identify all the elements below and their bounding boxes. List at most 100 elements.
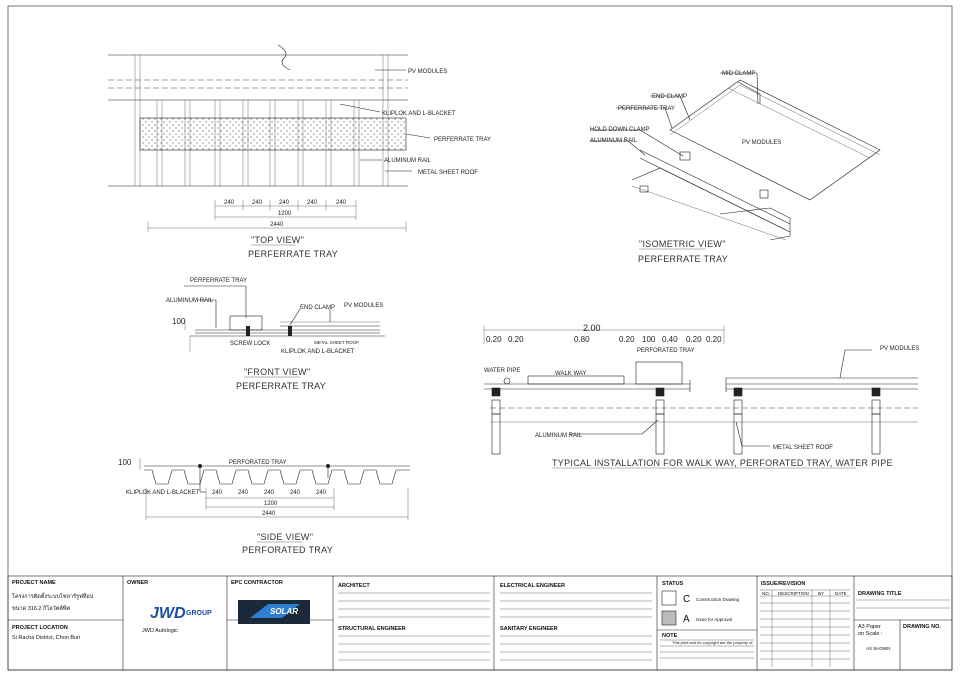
typ-label-tray: PERFORATED TRAY [637,348,695,354]
front-label-roof: METAL SHEET ROOF [314,340,359,345]
rev-col-date: DATE [835,591,847,596]
project-location: Si Racha District, Chon Buri [12,635,80,641]
issue-heading: ISSUE/REVISION [761,581,805,587]
epc-logo-mark [250,604,300,618]
front-view-subtitle: PERFERRATE TRAY [236,381,326,391]
typ-dim-1: 0.20 [486,335,502,344]
iso-view-title: "ISOMETRIC VIEW" [639,239,726,249]
epc-heading: EPC CONTRACTOR [231,580,283,586]
status-heading: STATUS [662,581,684,587]
iso-label-hold-down: HOLD DOWN CLAMP [590,127,650,133]
side-dim-4: 240 [290,490,301,496]
owner-heading: OWNER [127,580,148,586]
side-label-kliplok: KLIPLOK AND L-BLACKET [126,490,200,496]
side-dim-1: 240 [212,490,223,496]
side-view: PERFORATED TRAY KLIPLOK AND L-BLACKET 10… [118,458,410,555]
project-name-line-2: ขนาด 316.2 กิโลวัตต์พีค [12,604,71,612]
sheet-border [7,5,953,671]
typ-dim-total: 2.00 [583,323,601,333]
top-dim-1200: 1200 [278,211,292,217]
top-view: PV MODULES KLIPLOK AND L-BLACKET PERFERR… [108,44,491,259]
note-heading: NOTE [662,633,678,639]
typ-label-rail: ALUMINUM RAIL [535,433,583,439]
scale-value: AS SHOWN [866,646,891,651]
drawing-no-heading: DRAWING NO. [903,624,941,630]
rev-col-by: BY [818,591,824,596]
scale-heading: on Scale : [858,631,883,637]
epc-logo-text: SOLAR [270,607,298,616]
typ-dim-7: 0.20 [686,335,702,344]
side-dim-2440: 2440 [262,511,276,517]
front-dim-100: 100 [172,317,186,326]
status-a-box [661,610,677,626]
sanitary-heading: SANITARY ENGINEER [500,626,558,632]
iso-view-subtitle: PERFERRATE TRAY [638,254,728,264]
side-view-subtitle: PERFORATED TRAY [242,545,333,555]
status-c-box [661,590,677,606]
architect-heading: ARCHITECT [338,583,370,589]
typ-dim-8: 0.20 [706,335,722,344]
side-dim-5: 240 [316,490,327,496]
owner-name: JWD Autologic [142,628,178,634]
typ-dim-3: 0.80 [574,335,590,344]
top-view-title: "TOP VIEW" [251,235,304,245]
status-a-letter: A [683,614,690,625]
top-dim-3: 240 [279,200,290,206]
status-c-text: Construction Drawing [696,597,740,602]
side-dim-1200: 1200 [264,501,278,507]
top-label-pv: PV MODULES [408,69,447,75]
iso-label-mid-clamp: MID CLAMP [722,71,755,77]
side-dim-100: 100 [118,458,132,467]
iso-label-pv: PV MODULES [742,140,781,146]
note-text: This print and its copyright are the pro… [672,640,753,645]
title-block: PROJECT NAME โครงการติดตั้งระบบโซลาร์รูฟ… [7,575,953,671]
side-dim-2: 240 [238,490,249,496]
typ-dim-5: 100 [642,335,656,344]
typ-label-water-pipe: WATER PIPE [484,368,520,374]
typ-dim-6: 0.40 [662,335,678,344]
rev-col-no: NO. [762,591,770,596]
top-dim-2440: 2440 [270,222,284,228]
status-a-text: Issue for Approval [696,617,732,622]
typ-dim-4: 0.20 [619,335,635,344]
status-c-letter: C [683,594,690,605]
top-dim-2: 240 [252,200,263,206]
typ-title: TYPICAL INSTALLATION FOR WALK WAY, PERFO… [552,458,893,468]
typ-label-roof: METAL SHEET ROOF [773,445,833,451]
side-label-tray: PERFORATED TRAY [229,460,287,466]
top-label-kliplok: KLIPLOK AND L-BLACKET [382,111,456,117]
top-view-subtitle: PERFERRATE TRAY [248,249,338,259]
owner-logo: JWD [150,605,186,622]
front-label-pv: PV MODULES [344,303,383,309]
iso-label-rail: ALUMINUM RAIL [590,138,638,144]
project-location-heading: PROJECT LOCATION [12,625,68,631]
iso-label-tray: PERFERRATE TRAY [618,106,675,112]
front-label-tray: PERFERRATE TRAY [190,278,247,284]
front-label-screw: SCREW LOCK [230,341,270,347]
drawing-title-heading: DRAWING TITLE [858,591,902,597]
paper-size: A3 Paper [858,624,881,630]
top-dim-5: 240 [336,200,347,206]
top-dim-1: 240 [224,200,235,206]
top-label-rail: ALUMINUM RAIL [384,158,432,164]
front-label-kliplok: KLIPLOK AND L-BLACKET [281,349,355,355]
top-label-tray: PERFERRATE TRAY [434,137,491,143]
front-label-end-clamp: END CLAMP [300,305,335,311]
project-name-heading: PROJECT NAME [12,580,56,586]
structural-heading: STRUCTURAL ENGINEER [338,626,406,632]
owner-logo-group: GROUP [186,610,212,617]
typ-dim-2: 0.20 [508,335,524,344]
top-dim-4: 240 [307,200,318,206]
side-view-title: "SIDE VIEW" [257,532,313,542]
electrical-heading: ELECTRICAL ENGINEER [500,583,565,589]
isometric-view: MID CLAMP END CLAMP PERFERRATE TRAY HOLD… [590,71,881,264]
front-view-title: "FRONT VIEW" [244,367,310,377]
front-label-rail: ALUMINUM RAIL [166,298,214,304]
side-dim-3: 240 [264,490,275,496]
project-name-line-1: โครงการติดตั้งระบบโซลาร์รูฟท็อป [12,592,94,600]
typ-label-walkway: WALK WAY [555,371,586,377]
rev-col-desc: DESCRIPTION [778,591,809,596]
iso-label-end-clamp: END CLAMP [652,94,687,100]
top-label-roof: METAL SHEET ROOF [418,170,478,176]
